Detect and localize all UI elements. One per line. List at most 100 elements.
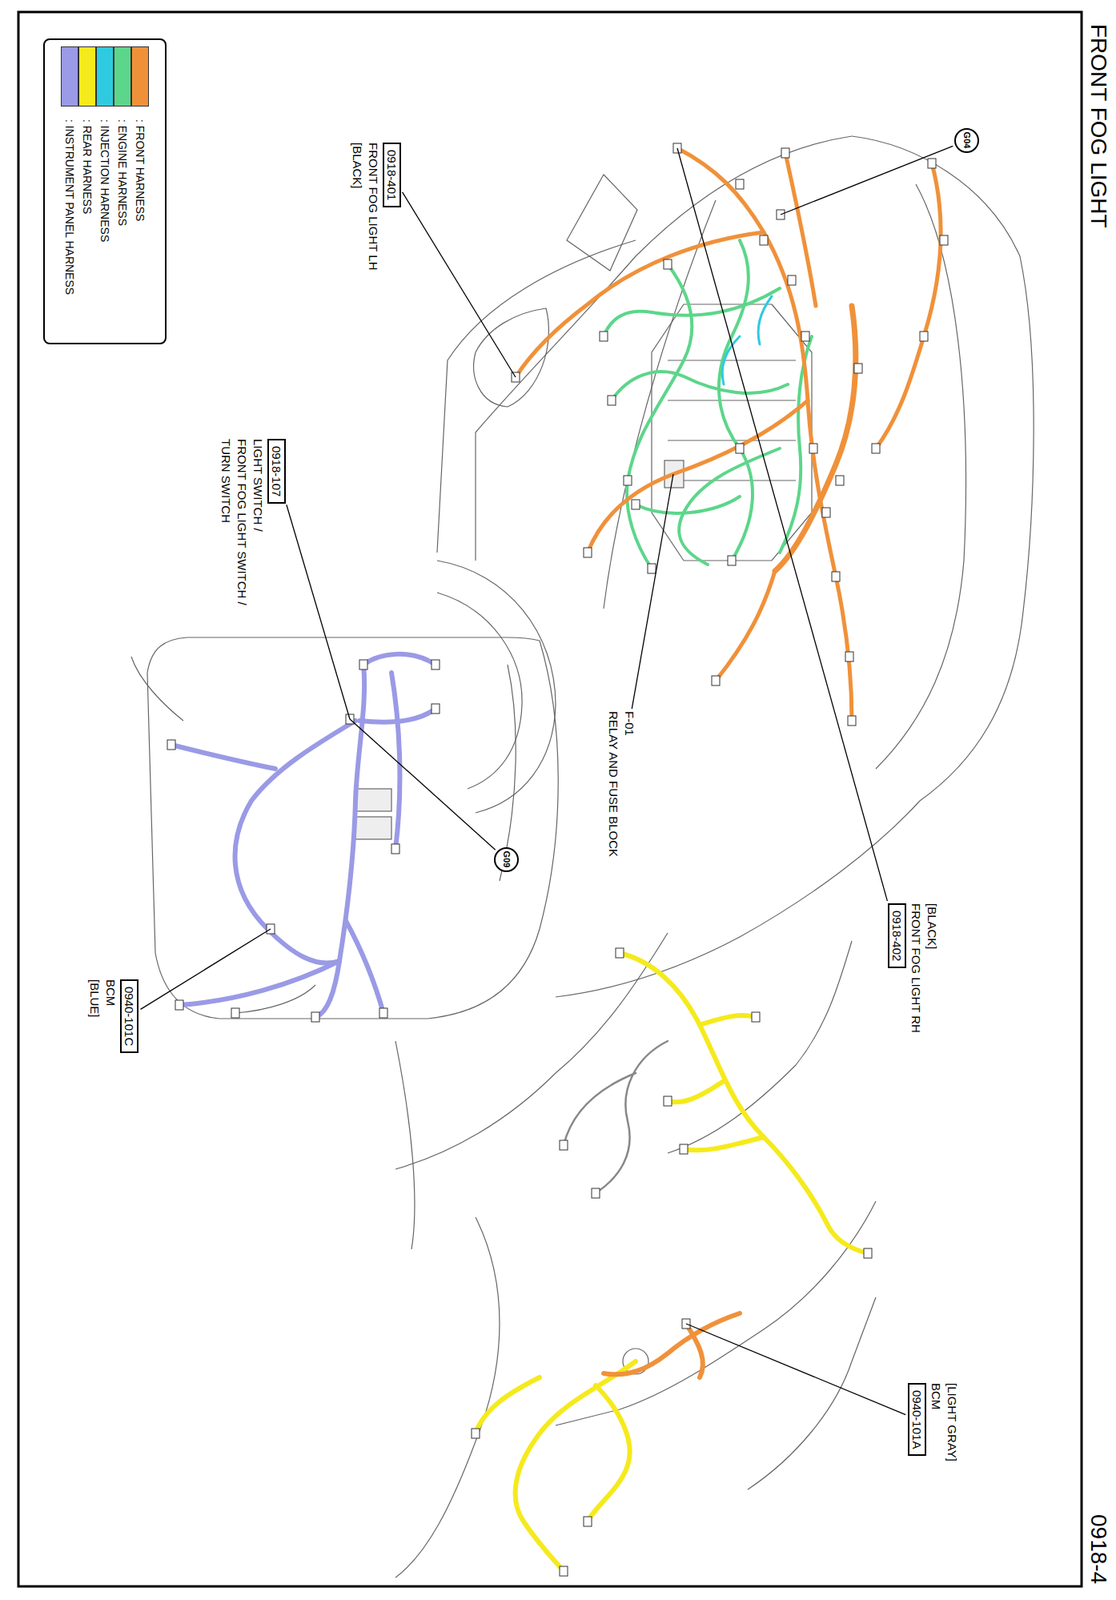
harness-connector bbox=[711, 675, 720, 686]
legend-box: : FRONT HARNESS: ENGINE HARNESS: INJECTI… bbox=[43, 38, 167, 345]
leader-line bbox=[349, 718, 496, 850]
connector-callout: 0918-401FRONT FOG LIGHT LH[BLACK] bbox=[349, 142, 403, 270]
ground-code: G09 bbox=[501, 851, 512, 868]
harness-connector bbox=[583, 1516, 592, 1526]
connector-callout: [LIGHT GRAY]BCM0940-101A bbox=[906, 1382, 960, 1462]
legend-row: : REAR HARNESS bbox=[78, 46, 97, 295]
harness-connector bbox=[623, 475, 632, 486]
legend-row: : ENGINE HARNESS bbox=[113, 46, 132, 295]
front-harness bbox=[603, 1312, 740, 1377]
harness-connector bbox=[471, 947, 872, 1576]
ground-code: G04 bbox=[962, 132, 972, 149]
instrument-panel-outline bbox=[131, 656, 184, 721]
instrument-panel-harness bbox=[171, 744, 276, 769]
harness-connector bbox=[759, 235, 768, 245]
part-description: TURN SWITCH bbox=[217, 438, 234, 523]
engine-bay-outline bbox=[437, 240, 636, 553]
engine-harness bbox=[779, 336, 812, 553]
rear-wire bbox=[563, 1040, 668, 1193]
leader-line bbox=[631, 473, 674, 709]
harness-connector bbox=[927, 158, 936, 169]
part-description: BCM bbox=[927, 1382, 944, 1410]
harness-connector bbox=[559, 1565, 568, 1576]
instrument-panel-harness bbox=[235, 720, 356, 964]
engine-harness bbox=[635, 496, 740, 514]
legend-swatch bbox=[96, 46, 114, 107]
harness-connector bbox=[511, 143, 948, 726]
harness-connector bbox=[391, 843, 400, 854]
harness-connector bbox=[735, 443, 744, 454]
harness-connector bbox=[231, 1007, 240, 1018]
rear-body-outline bbox=[395, 932, 668, 1169]
part-description: FRONT FOG LIGHT SWITCH / bbox=[233, 438, 250, 606]
harness-connector bbox=[359, 659, 368, 670]
connector-callout: 0918-107LIGHT SWITCH /FRONT FOG LIGHT SW… bbox=[217, 438, 288, 606]
engine-bay-outline bbox=[566, 174, 638, 271]
harness-connector bbox=[801, 331, 810, 342]
harness-connector bbox=[431, 703, 440, 714]
harness-connector bbox=[809, 443, 818, 454]
harness-connector bbox=[175, 999, 184, 1010]
harness-connector bbox=[679, 1144, 688, 1154]
engine-harness bbox=[611, 371, 788, 401]
legend-text: : INJECTION HARNESS bbox=[97, 119, 113, 242]
legend-text: : ENGINE HARNESS bbox=[115, 119, 130, 226]
harness-connector bbox=[615, 947, 624, 958]
page-frame bbox=[18, 12, 1082, 1586]
part-description: BCM bbox=[102, 979, 119, 1006]
harness-connector bbox=[939, 235, 948, 245]
front-harness bbox=[774, 305, 856, 571]
harness-connector bbox=[663, 1095, 672, 1106]
connector-code: 0918-402 bbox=[887, 903, 907, 968]
diagram-title: FRONT FOG LIGHT bbox=[1085, 24, 1112, 229]
rear-harness bbox=[683, 1136, 764, 1150]
harness-connector bbox=[863, 1248, 872, 1258]
harness-connector bbox=[871, 443, 880, 454]
harness-connector bbox=[919, 331, 928, 342]
engine-bay-outline bbox=[437, 560, 556, 813]
harness-connector bbox=[311, 1011, 320, 1022]
ground-point: G04 bbox=[955, 128, 980, 153]
harness-connector bbox=[583, 547, 592, 558]
instrument-panel-outline bbox=[355, 816, 392, 840]
legend-swatch bbox=[113, 46, 132, 107]
rear-wire bbox=[563, 1072, 636, 1145]
harness-connector bbox=[559, 1140, 568, 1150]
leader-line bbox=[402, 192, 516, 378]
rear-harness bbox=[515, 1360, 636, 1571]
instrument-panel-harness bbox=[179, 960, 340, 1005]
rear-body-outline bbox=[395, 1040, 415, 1249]
front-harness bbox=[603, 1312, 740, 1374]
rear-body-outline bbox=[395, 1216, 500, 1578]
rear-wire bbox=[595, 1040, 668, 1193]
harness-connector bbox=[607, 395, 616, 406]
connector-callout: 0940-101CBCM[BLUE] bbox=[86, 979, 141, 1053]
front-harness bbox=[515, 148, 941, 721]
legend-swatch bbox=[60, 46, 79, 107]
harness-connector bbox=[847, 715, 856, 726]
leader-line bbox=[677, 148, 888, 901]
leader-line bbox=[140, 928, 271, 1009]
rear-body-outline bbox=[395, 932, 876, 1578]
instrument-panel-harness bbox=[345, 920, 384, 1013]
harness-connector bbox=[845, 651, 854, 662]
instrument-panel-harness bbox=[359, 708, 436, 723]
front-harness bbox=[715, 570, 775, 681]
harness-connector bbox=[599, 331, 608, 342]
instrument-panel-harness bbox=[171, 654, 436, 1017]
engine-bay-outline bbox=[437, 136, 1034, 997]
engine-bay-outline bbox=[437, 592, 522, 789]
rear-harness bbox=[587, 1384, 631, 1522]
part-code: F-01 bbox=[621, 710, 638, 736]
rear-body-outline bbox=[667, 940, 852, 1153]
engine-bay-outline bbox=[473, 308, 550, 407]
harness-connector bbox=[781, 148, 790, 158]
harness-connector bbox=[471, 1428, 480, 1438]
injection-harness bbox=[758, 296, 772, 345]
rear-harness bbox=[699, 1015, 756, 1025]
harness-connector bbox=[591, 1188, 600, 1198]
legend-swatch bbox=[131, 46, 149, 107]
harness-connector bbox=[167, 739, 176, 750]
